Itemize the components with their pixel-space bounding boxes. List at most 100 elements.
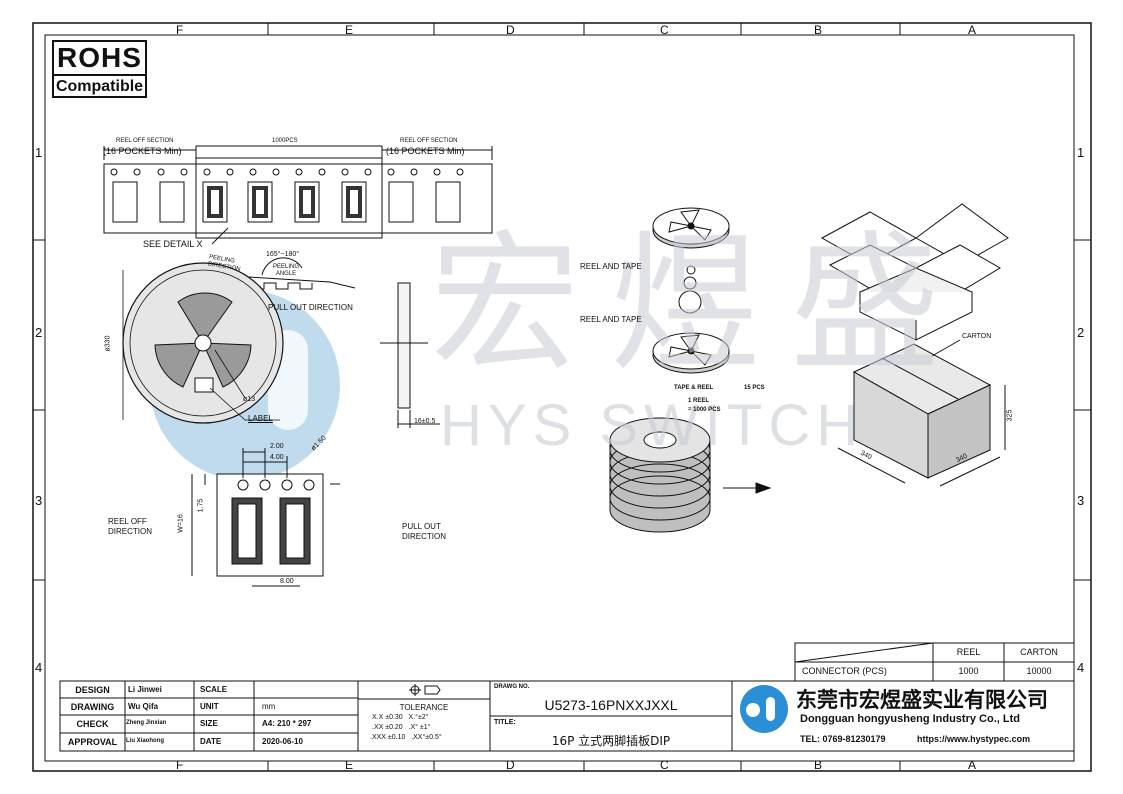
company-tel: TEL: 0769-81230179 [800, 734, 886, 744]
rohs-badge: ROHS Compatible [52, 40, 147, 98]
tb-label-design: DESIGN [75, 685, 110, 695]
zone-bottom-b: B [814, 758, 823, 772]
reel-and-tape-1: REEL AND TAPE [580, 262, 642, 271]
tb-key-size: SIZE [200, 719, 218, 728]
one-reel-label: 1 REEL [688, 398, 710, 404]
tape-right-section: REEL OFF SECTION [400, 138, 458, 144]
tb-value-date: 2020-06-10 [262, 737, 303, 746]
zone-bottom-a: A [968, 758, 977, 772]
zone-right-1: 1 [1077, 145, 1085, 160]
carton-label: CARTON [962, 333, 992, 340]
zone-left-2: 2 [35, 325, 43, 340]
qty-header-carton: CARTON [1020, 647, 1058, 657]
detail-view [191, 448, 340, 587]
watermark-chinese: 宏煜盛 [430, 218, 971, 392]
tape-right-pockets: (16 POCKETS Min) [386, 146, 465, 156]
tb-label-drawing: DRAWING [70, 702, 115, 712]
tb-name-design: Li Jinwei [128, 685, 162, 694]
zone-top-f: F [176, 23, 184, 37]
reel-and-tape-2: REEL AND TAPE [580, 315, 642, 324]
detail-pitch-4: 4.00 [270, 454, 284, 461]
one-reel-qty: = 1000 PCS [688, 407, 721, 413]
tolerance-title: TOLERANCE [399, 703, 449, 712]
reel-side [380, 282, 440, 428]
see-detail-label: SEE DETAIL X [143, 239, 203, 249]
zone-left-3: 3 [35, 493, 43, 508]
projection-symbol [409, 684, 441, 696]
tape-left-pockets: (16 POCKETS Min) [103, 146, 182, 156]
peeling-angle-value: 165°~180° [266, 251, 300, 258]
reel-off-direction: REEL OFF DIRECTION [108, 517, 152, 536]
tb-label-approval: APPROVAL [67, 737, 118, 747]
detail-pitch-small: 2.00 [270, 443, 284, 450]
tape-strip [103, 145, 493, 245]
rohs-title: ROHS [57, 42, 142, 73]
drawing-title: 16P 立式两脚插板DIP [551, 734, 671, 748]
rohs-subtitle: Compatible [54, 74, 145, 98]
zone-bottom-f: F [176, 758, 184, 772]
detail-width: W=16 [177, 514, 185, 533]
company-website: https://www.hystypec.com [917, 734, 1031, 744]
tb-name-approval: Liu Xiaohong [126, 738, 164, 744]
company-name-cn: 东莞市宏煜盛实业有限公司 [796, 688, 1048, 712]
company-logo [740, 685, 788, 733]
zone-top-c: C [660, 23, 669, 37]
tape-left-section: REEL OFF SECTION [116, 138, 174, 144]
tb-value-size: A4: 210 * 297 [262, 719, 312, 728]
company-name-en: Dongguan hongyusheng Industry Co., Ltd [800, 713, 1020, 725]
qty-table-grid [794, 642, 1075, 682]
watermark-english: HYS SWITCH [440, 393, 865, 458]
tape-reel-count-label: TAPE & REEL [674, 385, 714, 391]
qty-value-reel: 1000 [958, 666, 979, 676]
zone-top-b: B [814, 23, 823, 37]
zone-bottom-d: D [506, 758, 515, 772]
tb-key-date: DATE [200, 737, 222, 746]
tolerance-line-2: .XX ±0.20 .X° ±1° [372, 724, 431, 731]
zone-left-4: 4 [35, 660, 43, 675]
tape-pull-out-label: PULL OUT DIRECTION [268, 303, 353, 312]
tb-name-drawing: Wu Qifa [128, 702, 159, 711]
qty-header-reel: REEL [956, 647, 981, 657]
carton-open [820, 203, 1009, 341]
reel-label-label: LABEL [248, 414, 273, 423]
tb-key-unit: UNIT [200, 702, 219, 711]
reel-front [122, 262, 284, 424]
reel-diameter-dim: ø330 [104, 335, 112, 352]
detail-edge: 1.75 [197, 498, 205, 513]
tb-name-check: Zheng Jinxian [126, 720, 167, 726]
zone-top-d: D [506, 23, 515, 37]
carton-closed [837, 339, 1006, 487]
tape-reel-pcs: 15 PCS [744, 385, 765, 391]
peeling-angle-label: PEELING ANGLE [272, 264, 299, 277]
reel-width-dim: 16±0.5 [414, 418, 436, 425]
zone-bottom-e: E [345, 758, 354, 772]
tb-key-scale: SCALE [200, 685, 228, 694]
zone-left-1: 1 [35, 145, 43, 160]
zone-bottom-c: C [660, 758, 669, 772]
zone-ticks [33, 23, 1091, 771]
zone-top-e: E [345, 23, 354, 37]
zone-right-3: 3 [1077, 493, 1085, 508]
tolerance-line-3: .XXX ±0.10 .XX°±0.5° [370, 734, 442, 741]
carton-dim-325: 325 [1006, 409, 1014, 422]
tb-label-check: CHECK [76, 719, 109, 729]
tape-middle: 1000PCS [272, 138, 298, 144]
detail-pitch-8: 8.00 [280, 578, 294, 585]
reel-stack [609, 207, 772, 533]
detail-pull-out-direction: PULL OUT DIRECTION [402, 522, 446, 541]
zone-top-a: A [968, 23, 977, 37]
tb-value-unit: mm [262, 702, 276, 711]
title-label: TITLE: [494, 719, 516, 726]
tolerance-line-1: X.X ±0.30 X.°±2° [372, 714, 429, 721]
qty-row-label: CONNECTOR (PCS) [802, 666, 887, 676]
zone-right-4: 4 [1077, 660, 1085, 675]
zone-right-2: 2 [1077, 325, 1085, 340]
drawing-no: U5273-16PNXXJXXL [544, 697, 678, 713]
reel-hub-dim: ø13 [243, 396, 256, 403]
inner-border [44, 34, 1075, 762]
outer-border [32, 22, 1092, 772]
qty-value-carton: 10000 [1026, 666, 1052, 676]
title-block-frame [59, 680, 1075, 752]
drawing-no-label: DRAWG NO. [494, 684, 530, 690]
